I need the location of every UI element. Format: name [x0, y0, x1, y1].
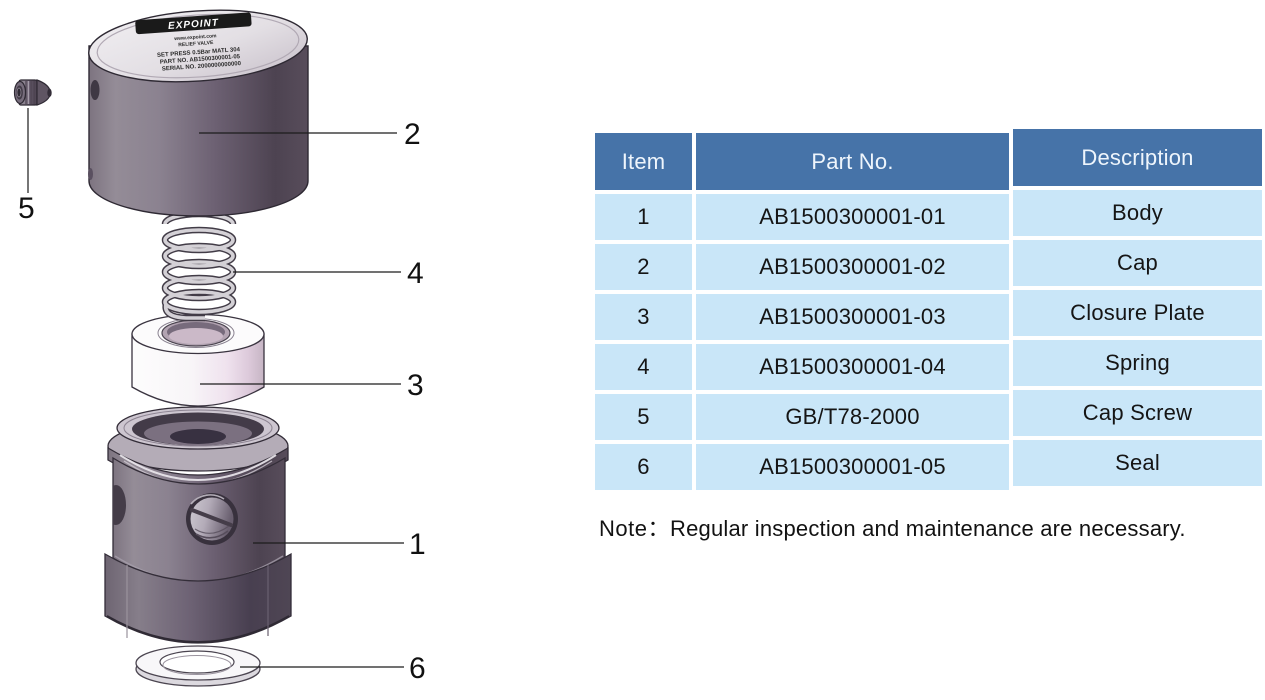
table-cell-item: 4: [595, 344, 692, 390]
note-body: Regular inspection and maintenance are n…: [669, 516, 1186, 541]
table-cell-description: Closure Plate: [1013, 290, 1262, 336]
cap-label-line: SET PRESS 0.5Bar MATL 304: [157, 47, 241, 59]
table-cell-part-no: AB1500300001-03: [696, 294, 1009, 340]
table-cell-item: 5: [595, 394, 692, 440]
table-cell-item: 1: [595, 194, 692, 240]
table-cell-description: Seal: [1013, 440, 1262, 486]
cap-part: EXPOINT www.expoint.com RELIEF VALVE SET…: [88, 9, 309, 217]
cap-label-line: RELIEF VALVE: [178, 40, 214, 48]
table-cell-description: Cap Screw: [1013, 390, 1262, 436]
cap-logo-box: [135, 12, 252, 35]
table-cell-item: 6: [595, 444, 692, 490]
cap-engraving: EXPOINT www.expoint.com RELIEF VALVE SET…: [135, 12, 252, 73]
parts-table: Item Part No. Description 1 AB1500300001…: [595, 129, 1262, 490]
cap-screw-part: [13, 79, 52, 106]
col-header-description: Description: [1013, 129, 1262, 186]
note-text: Note：Regular inspection and maintenance …: [599, 511, 1265, 543]
callout-5: 5: [18, 192, 35, 225]
table-cell-part-no: AB1500300001-01: [696, 194, 1009, 240]
callout-3: 3: [407, 369, 424, 402]
table-cell-part-no: GB/T78-2000: [696, 394, 1009, 440]
table-cell-item: 3: [595, 294, 692, 340]
table-cell-item: 2: [595, 244, 692, 290]
table-cell-part-no: AB1500300001-04: [696, 344, 1009, 390]
cap-label-line: www.expoint.com: [173, 33, 217, 42]
callout-4: 4: [407, 257, 424, 290]
exploded-valve-diagram: EXPOINT www.expoint.com RELIEF VALVE SET…: [13, 9, 426, 687]
callout-2: 2: [404, 118, 421, 151]
callout-1: 1: [409, 528, 426, 561]
callout-6: 6: [409, 652, 426, 685]
table-cell-part-no: AB1500300001-02: [696, 244, 1009, 290]
col-header-item: Item: [595, 133, 692, 190]
table-cell-description: Cap: [1013, 240, 1262, 286]
table-cell-description: Spring: [1013, 340, 1262, 386]
closure-plate-part: [131, 313, 265, 407]
col-header-part-no: Part No.: [696, 133, 1009, 190]
valve-body-part: [104, 406, 292, 644]
cap-label-line: PART NO. AB1500300001-05: [160, 54, 241, 66]
table-cell-part-no: AB1500300001-05: [696, 444, 1009, 490]
cap-logo-text: EXPOINT: [168, 17, 220, 32]
seal-part: [135, 645, 261, 687]
table-cell-description: Body: [1013, 190, 1262, 236]
cap-label-line: SERIAL NO. 2000000000000: [162, 61, 242, 73]
note-label: Note：: [599, 516, 670, 541]
spring-part: [161, 210, 237, 322]
